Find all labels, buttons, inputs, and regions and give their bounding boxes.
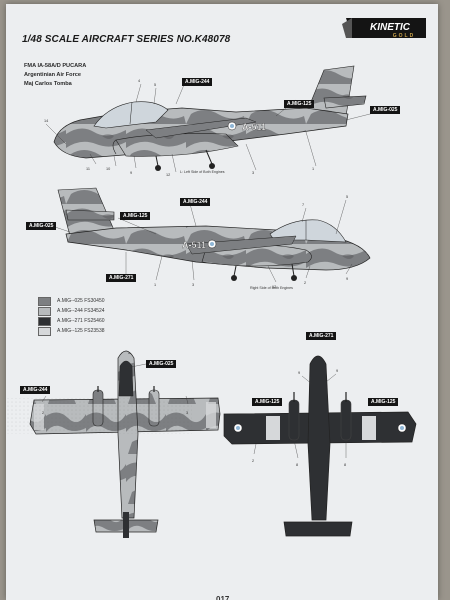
svg-text:10: 10 [106,167,110,171]
legend-row: A.MIG--244 FS34524 [38,306,105,316]
aircraft-pilot: Maj Carlos Tomba [24,81,72,87]
color-tag: A.MIG-271 [306,332,337,340]
color-tag: A.MIG-125 [120,212,151,220]
legend-row: A.MIG--125 FS23538 [38,326,105,336]
color-tag: A.MIG-125 [252,398,283,406]
legend-label: A.MIG--244 FS34524 [57,308,105,314]
svg-text:5: 5 [154,83,156,87]
color-tag: A.MIG-244 [180,198,211,206]
legend-label: A.MIG--025 FS30450 [57,298,105,304]
color-tag: A.MIG-244 [182,78,213,86]
color-tag: A.MIG-125 [368,398,399,406]
svg-text:9: 9 [346,277,348,281]
logo-sub-text: GOLD [393,33,415,39]
svg-text:11: 11 [86,167,90,171]
svg-text:12: 12 [272,285,276,289]
color-tag: A.MIG-025 [370,106,401,114]
svg-text:5: 5 [346,195,348,199]
svg-text:8: 8 [344,463,346,467]
legend-label: A.MIG--271 FS25460 [57,318,105,324]
svg-text:3: 3 [252,171,254,175]
svg-text:9: 9 [298,371,300,375]
page-number: 017 [216,595,230,600]
svg-text:2: 2 [304,281,306,285]
right-engine-note: Right Side of Both Engines [250,286,293,290]
serial-left: A-511 [242,122,266,132]
svg-text:1: 1 [154,283,156,287]
color-tag: A.MIG-025 [146,360,177,368]
bottom-view: 2 8 8 9 9 [223,355,417,537]
aircraft-operator: Argentinian Air Force [24,72,81,78]
svg-text:9: 9 [130,171,132,175]
legend-swatch [38,296,51,306]
legend-swatch [38,326,51,336]
legend-label: A.MIG--125 FS23538 [57,328,105,334]
color-tag: A.MIG-125 [284,100,315,108]
svg-text:4: 4 [138,79,140,83]
aircraft-model: FMA IA-58A/D PUCARA [24,63,87,69]
color-tag: A.MIG-244 [20,386,51,394]
svg-text:2: 2 [42,411,44,415]
legend-swatch [38,316,51,326]
svg-text:3: 3 [186,411,188,415]
kinetic-gold-logo: KINETIC GOLD [342,18,426,39]
aircraft-info: FMA IA-58A/D PUCARA Argentinian Air Forc… [24,62,86,89]
legend-row: A.MIG--025 FS30450 [38,296,105,306]
color-tag: A.MIG-025 [26,222,57,230]
left-engine-note: L: Left Side of Both Engines [180,170,225,174]
svg-text:8: 8 [296,463,298,467]
logo-main-text: KINETIC [370,22,411,33]
legend-row: A.MIG--271 FS25460 [38,316,105,326]
legend-swatch [38,306,51,316]
svg-text:3: 3 [192,283,194,287]
svg-text:2: 2 [252,459,254,463]
svg-text:7: 7 [302,203,304,207]
page-title: 1/48 SCALE AIRCRAFT SERIES NO.K48078 [22,34,231,45]
color-legend: A.MIG--025 FS30450 A.MIG--244 FS34524 A.… [38,296,105,336]
svg-text:1: 1 [312,167,314,171]
svg-text:14: 14 [44,119,48,123]
instruction-sheet: 1/48 SCALE AIRCRAFT SERIES NO.K48078 KIN… [6,4,438,600]
svg-text:9: 9 [336,369,338,373]
color-tag: A.MIG-271 [106,274,137,282]
svg-text:12: 12 [166,173,170,177]
serial-right: A-511 [182,240,206,250]
